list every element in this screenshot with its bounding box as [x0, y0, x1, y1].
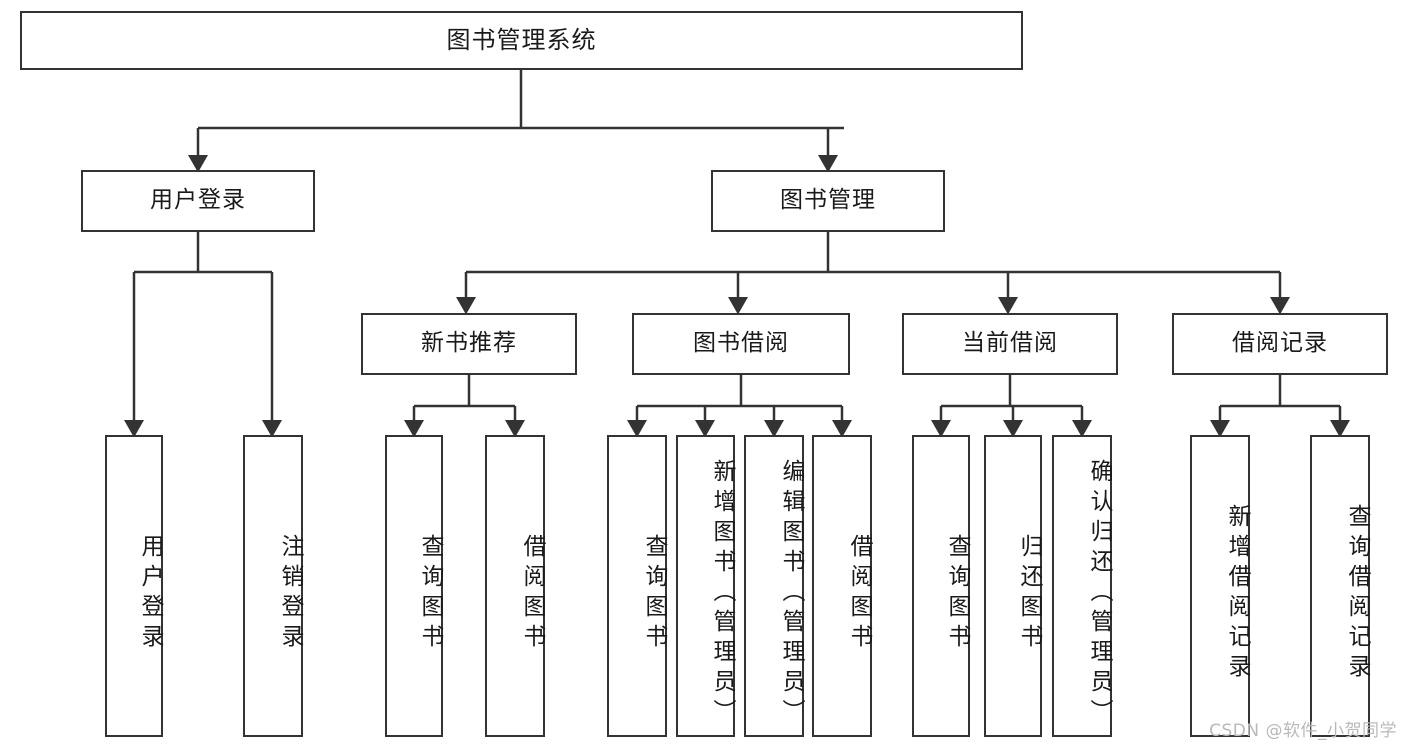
node-leaf-query-book-3[interactable]: 查询图书: [912, 435, 970, 737]
node-leaf-user-login[interactable]: 用户登录: [105, 435, 163, 737]
node-leaf-user-login-label: 用户登录: [137, 534, 163, 654]
node-leaf-confirm-return-label: 确认归还（管理员）: [1086, 459, 1112, 729]
node-book-borrow-label: 图书借阅: [693, 330, 789, 357]
node-leaf-add-book-label: 新增图书（管理员）: [709, 459, 735, 729]
node-new-book-rec[interactable]: 新书推荐: [361, 313, 577, 375]
node-leaf-borrow-book-2-label: 借阅图书: [846, 534, 872, 654]
node-user-login-label: 用户登录: [150, 187, 246, 214]
node-leaf-add-record-label: 新增借阅记录: [1224, 504, 1250, 684]
node-root[interactable]: 图书管理系统: [20, 11, 1023, 70]
node-leaf-edit-book[interactable]: 编辑图书（管理员）: [744, 435, 804, 737]
node-leaf-logout[interactable]: 注销登录: [243, 435, 303, 737]
node-borrow-record-label: 借阅记录: [1232, 330, 1328, 357]
node-book-manage-label: 图书管理: [780, 187, 876, 214]
node-leaf-add-book[interactable]: 新增图书（管理员）: [676, 435, 735, 737]
node-leaf-return-book[interactable]: 归还图书: [984, 435, 1042, 737]
node-leaf-borrow-book-1[interactable]: 借阅图书: [485, 435, 545, 737]
node-leaf-edit-book-label: 编辑图书（管理员）: [778, 459, 804, 729]
node-root-label: 图书管理系统: [446, 26, 597, 55]
node-leaf-borrow-book-2[interactable]: 借阅图书: [812, 435, 872, 737]
node-leaf-add-record[interactable]: 新增借阅记录: [1190, 435, 1250, 737]
node-leaf-query-record[interactable]: 查询借阅记录: [1310, 435, 1370, 737]
node-leaf-confirm-return[interactable]: 确认归还（管理员）: [1052, 435, 1112, 737]
node-new-book-rec-label: 新书推荐: [421, 330, 517, 357]
node-leaf-query-book-1-label: 查询图书: [417, 534, 443, 654]
watermark: CSDN @软件_小贺同学: [1209, 721, 1397, 741]
node-leaf-query-book-2[interactable]: 查询图书: [607, 435, 667, 737]
node-current-borrow[interactable]: 当前借阅: [902, 313, 1118, 375]
node-leaf-query-record-label: 查询借阅记录: [1344, 504, 1370, 684]
node-leaf-borrow-book-1-label: 借阅图书: [519, 534, 545, 654]
node-current-borrow-label: 当前借阅: [962, 330, 1058, 357]
node-leaf-query-book-3-label: 查询图书: [944, 534, 970, 654]
node-leaf-query-book-1[interactable]: 查询图书: [385, 435, 443, 737]
node-book-manage[interactable]: 图书管理: [711, 170, 945, 232]
node-leaf-logout-label: 注销登录: [277, 534, 303, 654]
node-user-login[interactable]: 用户登录: [81, 170, 315, 232]
node-leaf-query-book-2-label: 查询图书: [641, 534, 667, 654]
node-leaf-return-book-label: 归还图书: [1016, 534, 1042, 654]
node-book-borrow[interactable]: 图书借阅: [632, 313, 850, 375]
node-borrow-record[interactable]: 借阅记录: [1172, 313, 1388, 375]
